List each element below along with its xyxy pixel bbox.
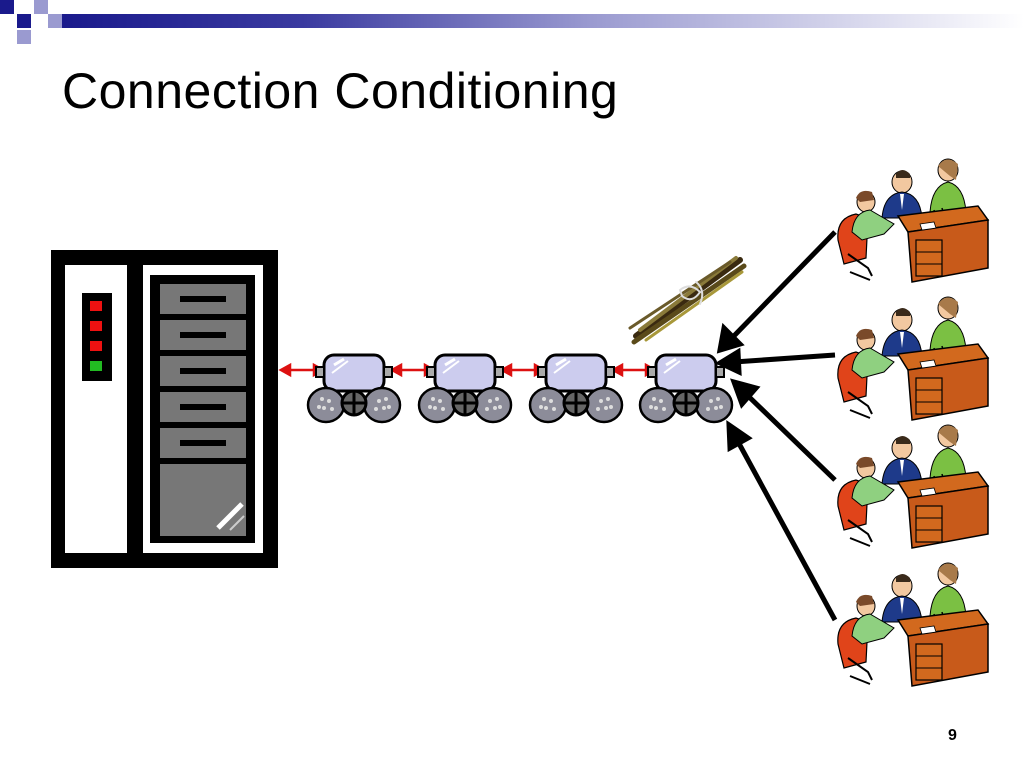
client-arrows xyxy=(714,230,838,622)
decor-square xyxy=(0,0,14,14)
decor-square xyxy=(34,0,48,14)
meeting-people-icon xyxy=(836,158,989,283)
decor-square xyxy=(17,14,31,28)
page-number: 9 xyxy=(948,727,957,744)
gas-mask-icon xyxy=(417,353,513,424)
title-gradient-bar xyxy=(62,14,1024,28)
server-rack-icon xyxy=(51,250,278,568)
decor-square xyxy=(48,14,62,28)
meeting-people-icon xyxy=(836,424,989,549)
gas-mask-icon xyxy=(306,353,402,424)
bundle-of-sticks-icon xyxy=(628,256,747,345)
gas-mask-icon xyxy=(638,353,734,424)
meeting-people-icon xyxy=(836,562,989,687)
decor-square xyxy=(17,30,31,44)
title-decoration xyxy=(0,0,1024,44)
gas-mask-icon xyxy=(528,353,624,424)
meeting-people-icon xyxy=(836,296,989,421)
page-title: Connection Conditioning xyxy=(62,63,619,119)
